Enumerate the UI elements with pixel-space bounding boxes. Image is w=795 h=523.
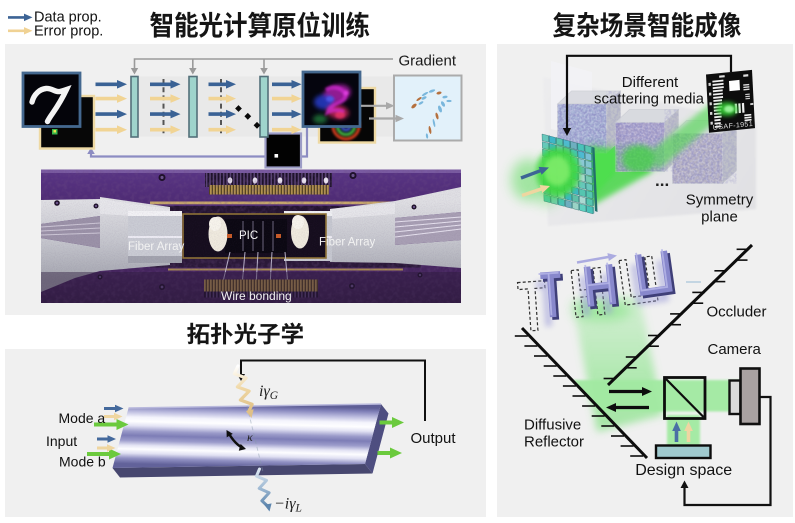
svg-text:Error prop.: Error prop. (34, 23, 103, 39)
svg-text:scattering media: scattering media (594, 91, 705, 108)
svg-text:Different: Different (622, 74, 679, 91)
svg-text:Data prop.: Data prop. (34, 10, 102, 26)
svg-text:USAF-1951: USAF-1951 (713, 120, 754, 132)
svg-text:−iγL: −iγL (274, 496, 302, 515)
svg-text:Wire bonding: Wire bonding (221, 289, 292, 303)
svg-text:plane: plane (701, 209, 738, 226)
svg-text:Fiber Array: Fiber Array (128, 241, 184, 253)
svg-text:Design space: Design space (635, 462, 732, 479)
svg-text:Camera: Camera (708, 341, 762, 358)
svg-text:Occluder: Occluder (707, 304, 767, 321)
svg-text:...: ... (655, 171, 669, 190)
svg-text:Input: Input (46, 433, 77, 449)
svg-text:Diffusive: Diffusive (524, 417, 581, 434)
svg-text:PIC: PIC (239, 230, 258, 242)
svg-text:Fiber Array: Fiber Array (319, 237, 375, 249)
svg-text:Reflector: Reflector (524, 434, 584, 451)
svg-text:κ: κ (247, 430, 253, 444)
svg-text:Output: Output (411, 430, 457, 447)
svg-text:Mode a: Mode a (59, 410, 106, 426)
svg-text:Mode b: Mode b (59, 454, 106, 470)
svg-text:Gradient: Gradient (399, 53, 457, 70)
svg-text:Symmetry: Symmetry (686, 192, 754, 209)
